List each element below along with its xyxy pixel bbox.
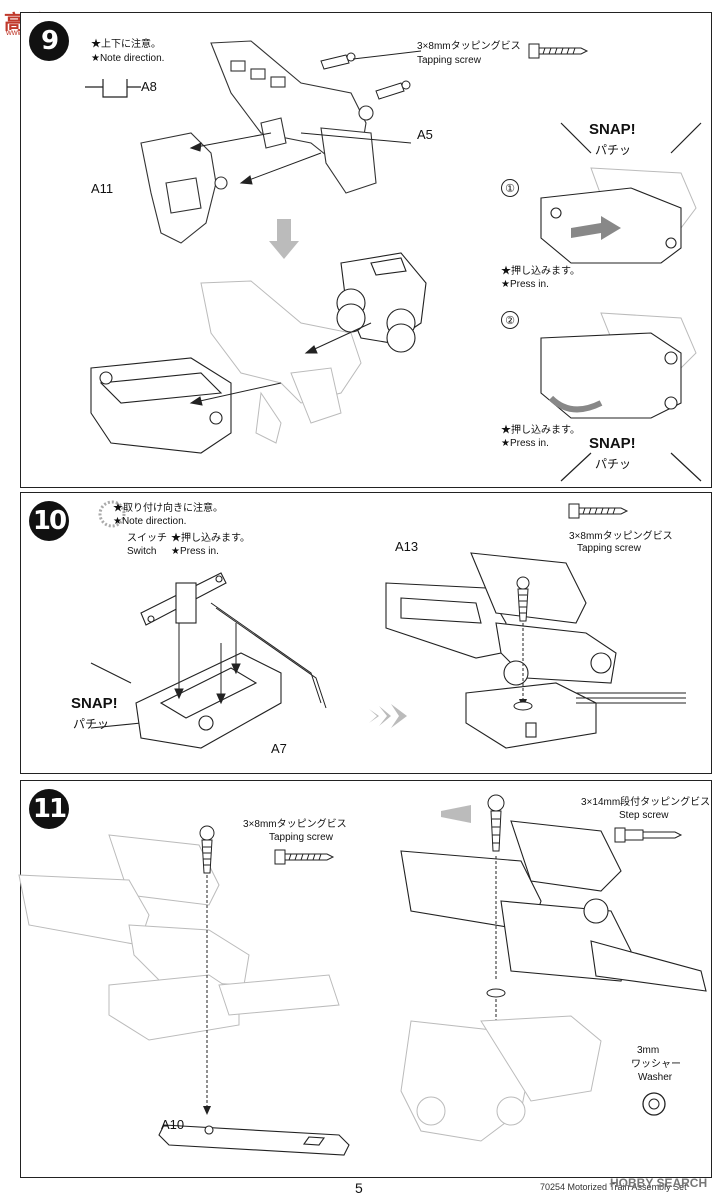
snap-burst-lines-1 (560, 122, 702, 154)
tapping-screw-jp: 3×8mmタッピングビス (569, 531, 673, 542)
coupler-assembly-drawing (385, 552, 686, 749)
tapping-screw-en: Tapping screw (269, 832, 333, 843)
page-number: 5 (355, 1180, 363, 1196)
note-direction-en: ★Note direction. (91, 53, 165, 64)
step-screw-jp: 3×14mm段付タッピングビス (581, 797, 711, 808)
tapping-screw-icon (568, 503, 629, 519)
direction-icon (85, 79, 141, 98)
step-11-panel: 11 3×8mmタッピングビス Tapping screw A10 3×14mm… (18, 780, 712, 1178)
note-direction-jp: ★取り付け向きに注意。 (113, 503, 223, 514)
press-in-en-1: ★Press in. (501, 279, 549, 290)
switch-assembly-drawing (90, 572, 327, 749)
press-in-jp-2: ★押し込みます。 (501, 425, 580, 436)
step-screw-icon (614, 827, 683, 843)
tapping-screw-icon (528, 43, 589, 59)
final-assembly-drawing (400, 794, 707, 1142)
note-direction-jp: ★上下に注意。 (91, 39, 161, 50)
substep-1-circle: ① (501, 179, 519, 197)
frame-assembly-drawing (140, 40, 422, 244)
snap-text-jp-1: パチッ (595, 143, 632, 157)
step-10-panel: 10 ★取り付け向きに注意。 ★Note direction. スイッチ Swi… (20, 492, 712, 774)
press-in-jp: ★押し込みます。 (171, 533, 250, 544)
part-label-a13: A13 (395, 539, 419, 554)
step-screw-en: Step screw (619, 810, 669, 821)
tapping-screw-jp: 3×8mmタッピングビス (417, 41, 521, 52)
hobby-search-watermark: HOBBY SEARCH (610, 1176, 708, 1190)
tapping-screw-jp: 3×8mmタッピングビス (243, 819, 347, 830)
press-in-jp-1: ★押し込みます。 (501, 266, 580, 277)
page-footer: 70254 Motorized Train Assembly Set (540, 1182, 687, 1192)
press-in-detail-1 (540, 167, 697, 264)
note-star-icon (98, 500, 126, 528)
part-label-a5: A5 (417, 127, 433, 142)
press-in-en-2: ★Press in. (501, 438, 549, 449)
press-in-detail-2 (540, 312, 697, 419)
down-arrow-icon (269, 219, 299, 259)
substep-2-circle: ② (501, 311, 519, 329)
press-in-en: ★Press in. (171, 546, 219, 557)
switch-label-jp: スイッチ (127, 533, 167, 544)
washer-size: 3mm (637, 1045, 660, 1056)
snap-burst-lines-2 (560, 452, 702, 482)
snap-text-1: SNAP! (589, 121, 636, 138)
tapping-screw-en: Tapping screw (417, 55, 481, 66)
part-label-a10: A10 (161, 1117, 185, 1132)
part-label-a11: A11 (91, 181, 114, 196)
tapping-screw-en: Tapping screw (577, 543, 641, 554)
note-direction-en: ★Note direction. (113, 516, 187, 527)
snap-text-2: SNAP! (589, 435, 636, 452)
washer-label-en: Washer (638, 1072, 673, 1083)
washer-label-jp: ワッシャー (631, 1059, 681, 1070)
bottom-plate-assembly-drawing (18, 825, 350, 1156)
step-number-10: 10 (29, 501, 69, 541)
part-label-a7: A7 (271, 741, 287, 756)
right-arrow-icon (369, 704, 407, 728)
step-number-11: 11 (29, 789, 69, 829)
part-label-a8: A8 (141, 79, 157, 94)
tapping-screw-icon (274, 849, 335, 865)
step-number-9: 9 (29, 21, 69, 61)
snap-text-jp-2: パチッ (595, 457, 632, 471)
switch-label-en: Switch (127, 546, 157, 557)
snap-text: SNAP! (71, 695, 118, 712)
step-9-panel: 9 ★上下に注意。 ★Note direction. 3×8mmタッピングビス … (20, 12, 712, 488)
bogie-assembly-drawing (90, 252, 427, 454)
washer-icon (642, 1092, 666, 1116)
